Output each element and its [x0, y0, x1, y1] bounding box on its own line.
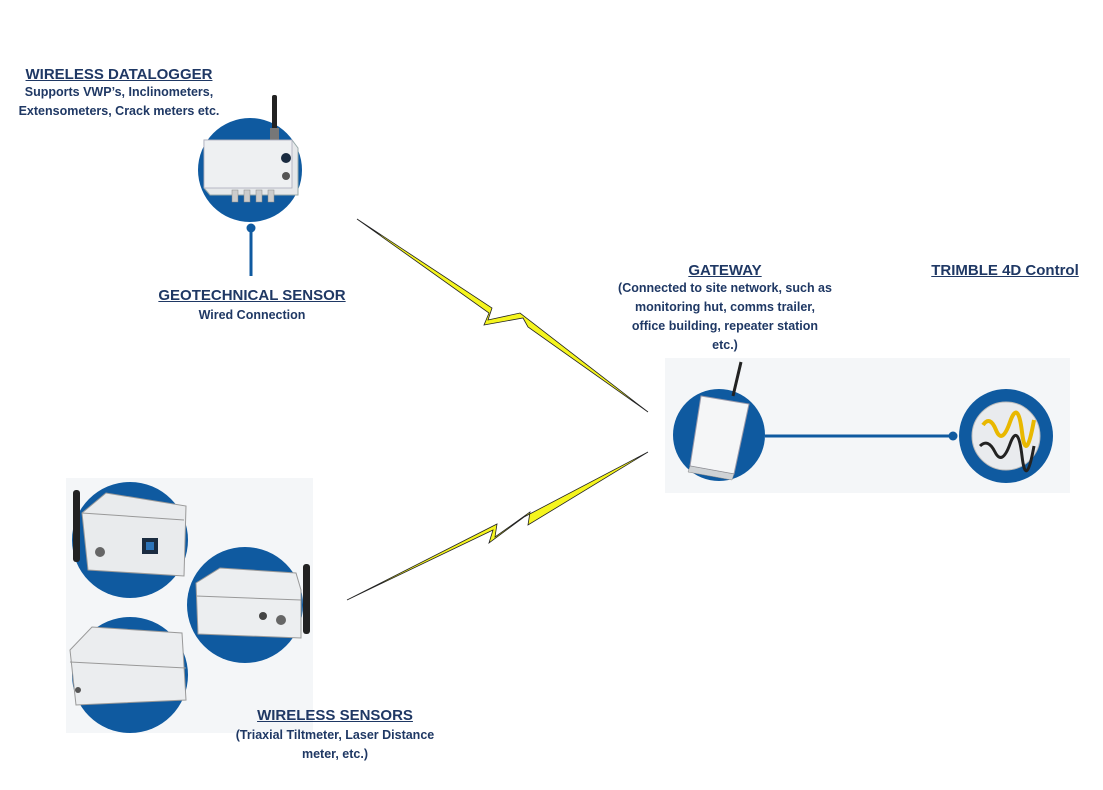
gateway-desc-line2: monitoring hut, comms trailer,: [635, 300, 815, 314]
gateway-title: GATEWAY: [688, 262, 762, 279]
datalogger-desc-line1: Supports VWP’s, Inclinometers,: [24, 85, 214, 99]
wired-connection-dot: [246, 223, 256, 233]
datalogger-title: WIRELESS DATALOGGER: [25, 66, 213, 83]
trimble-label: TRIMBLE 4D Control: [910, 262, 1100, 279]
gateway-desc-line3: office building, repeater station: [631, 319, 819, 333]
wireless-sensors-title: WIRELESS SENSORS: [257, 707, 413, 724]
gateway-trimble-dot: [948, 431, 958, 441]
geo-sensor-label: GEOTECHNICAL SENSOR Wired Connection: [142, 287, 362, 325]
sensor-tiltmeter-device: [72, 482, 188, 598]
wireless-sensors-desc-line2: meter, etc.): [301, 747, 368, 761]
geo-sensor-title: GEOTECHNICAL SENSOR: [158, 287, 346, 304]
trimble-title: TRIMBLE 4D Control: [931, 262, 1079, 279]
sensor-laser-device: [187, 547, 310, 663]
gateway-device: [673, 361, 765, 481]
trimble-4d-icon: [959, 389, 1053, 483]
datalogger-label: WIRELESS DATALOGGER Supports VWP’s, Incl…: [4, 66, 234, 121]
gateway-desc-line1: (Connected to site network, such as: [618, 281, 832, 295]
datalogger-desc-line2: Extensometers, Crack meters etc.: [18, 104, 220, 118]
wireless-link-sensors: [346, 451, 649, 601]
wireless-sensors-desc-line1: (Triaxial Tiltmeter, Laser Distance: [235, 728, 435, 742]
antenna-icon: [303, 564, 310, 634]
geo-sensor-desc: Wired Connection: [198, 308, 306, 322]
wireless-sensors-label: WIRELESS SENSORS (Triaxial Tiltmeter, La…: [215, 707, 455, 764]
antenna-icon: [73, 490, 80, 562]
wireless-link-datalogger: [356, 218, 649, 413]
datalogger-device: [198, 95, 302, 222]
sensor-enclosure-device: [69, 617, 188, 733]
gateway-desc-line4: etc.): [712, 338, 738, 352]
gateway-label: GATEWAY (Connected to site network, such…: [600, 262, 850, 355]
antenna-icon: [731, 361, 743, 397]
